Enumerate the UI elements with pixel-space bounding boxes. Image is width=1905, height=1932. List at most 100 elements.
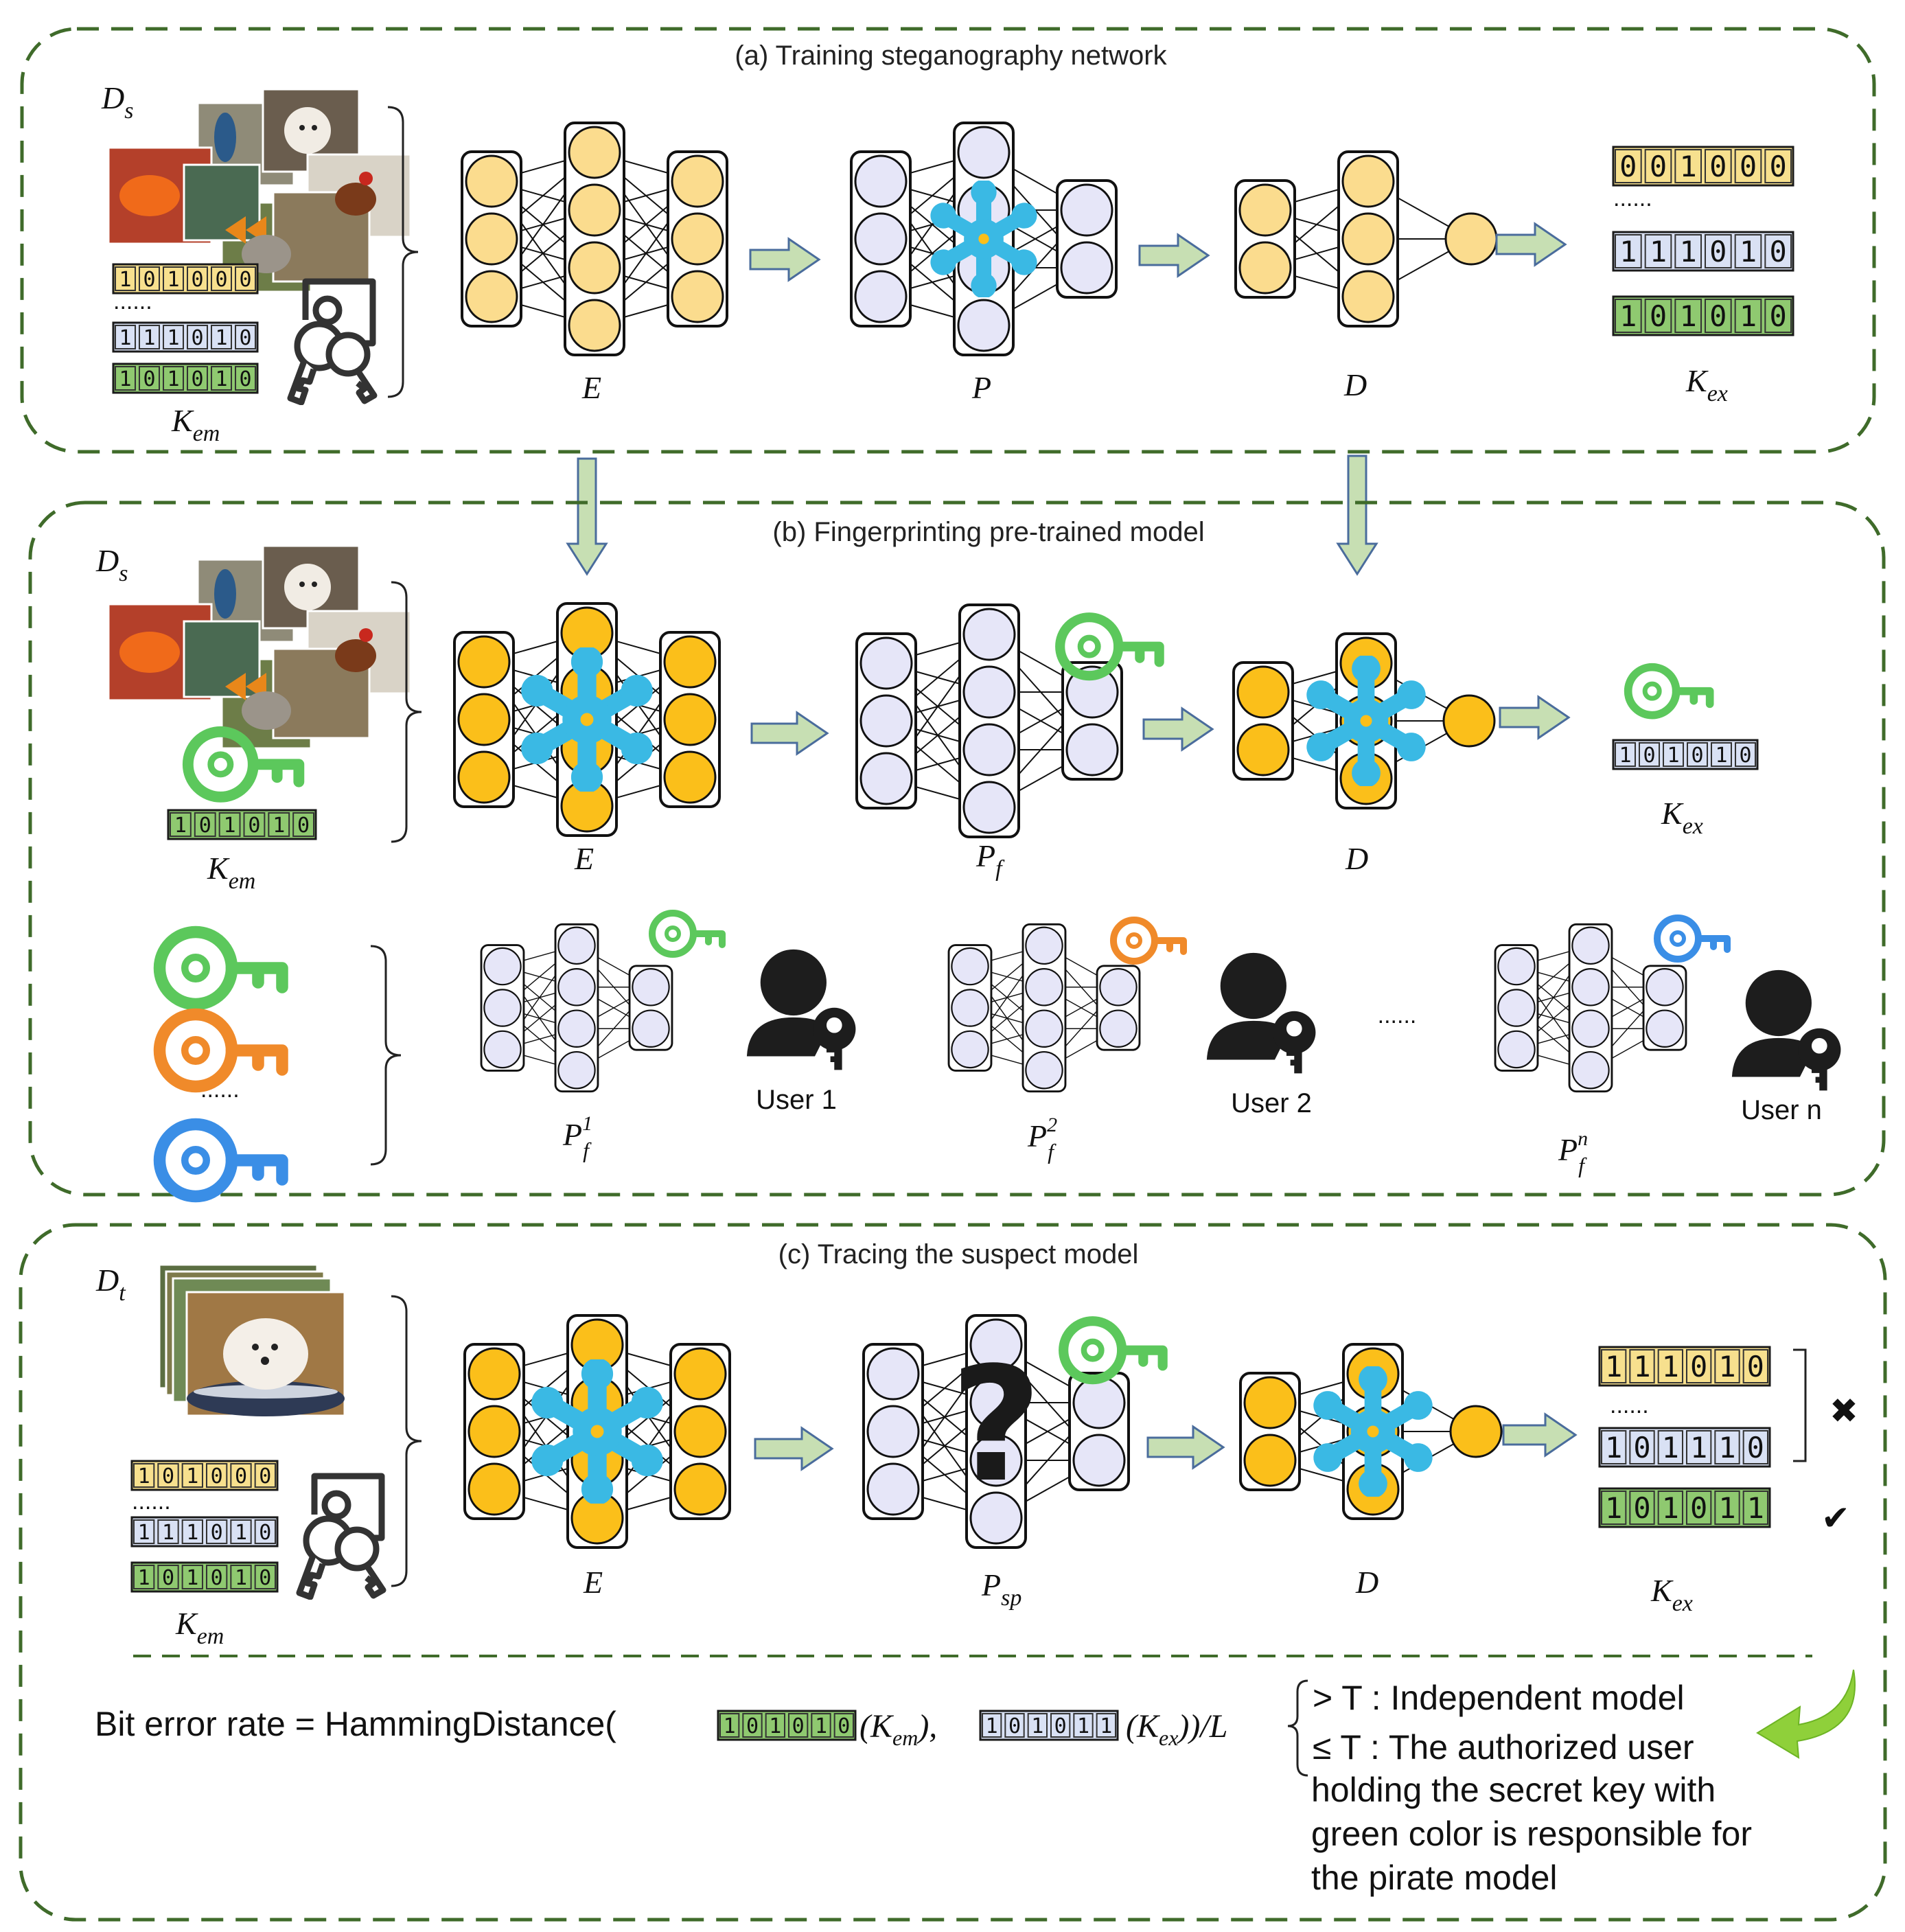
neuron <box>1238 183 1292 237</box>
neuron <box>483 989 522 1027</box>
cases-brace <box>1287 1679 1308 1777</box>
svg-text:1: 1 <box>167 367 179 391</box>
arrow-a-1 <box>749 237 821 282</box>
panel-c-label-d: D <box>1355 1565 1378 1600</box>
arrow-a-to-b-encoder <box>566 457 608 576</box>
svg-text:0: 0 <box>1650 150 1667 183</box>
neuron <box>467 1405 521 1458</box>
svg-text:0: 0 <box>1690 1350 1707 1383</box>
neuron <box>1238 241 1292 295</box>
neuron <box>467 1347 521 1401</box>
svg-text:0: 0 <box>838 1714 850 1738</box>
neuron <box>1025 1050 1063 1090</box>
neuron <box>859 694 913 748</box>
key-holder-icon <box>290 281 374 402</box>
svg-text:1: 1 <box>138 1521 150 1545</box>
neuron <box>457 635 511 689</box>
neuron <box>866 1405 920 1458</box>
neuron <box>1444 212 1498 266</box>
panel-b-label-e: E <box>574 841 594 876</box>
panel-a-title: (a) Training steganography network <box>735 41 1167 71</box>
neuron <box>1099 968 1138 1007</box>
neuron <box>1497 947 1536 986</box>
neuron <box>951 1030 989 1069</box>
neuron <box>962 723 1016 777</box>
neuron <box>859 636 913 690</box>
panel-a-label-d: D <box>1343 367 1367 402</box>
svg-text:0: 0 <box>259 1464 271 1488</box>
case-less-equal-line-4: the pirate model <box>1311 1859 1558 1897</box>
question-mark-icon: ? <box>950 1334 1041 1517</box>
neuron <box>962 608 1016 661</box>
neuron <box>467 1462 521 1516</box>
panel-c-encoder-net <box>463 1314 731 1549</box>
svg-text:0: 0 <box>1008 1714 1021 1738</box>
svg-text:0: 0 <box>1709 150 1727 183</box>
svg-text:1: 1 <box>1662 1491 1679 1525</box>
svg-text:1: 1 <box>1077 1714 1089 1738</box>
neuron <box>951 989 989 1027</box>
svg-text:1: 1 <box>138 1566 150 1590</box>
svg-text:0: 0 <box>1770 235 1787 268</box>
svg-text:1: 1 <box>1718 1491 1735 1525</box>
arrow-c-2 <box>1146 1425 1225 1470</box>
neuron <box>483 1030 522 1069</box>
arrow-b-3 <box>1499 695 1571 740</box>
neuron <box>1341 154 1395 208</box>
panel-c-out-bracket <box>1793 1348 1807 1462</box>
panel-b-encoder-net <box>453 602 721 837</box>
svg-text:1: 1 <box>1690 1431 1707 1464</box>
svg-text:0: 0 <box>239 367 251 391</box>
svg-text:1: 1 <box>1662 1350 1679 1383</box>
svg-text:0: 0 <box>1739 744 1751 768</box>
svg-text:0: 0 <box>1770 299 1787 333</box>
user-2-label: User 2 <box>1231 1088 1312 1118</box>
panel-b-brace <box>391 581 422 843</box>
neuron <box>1571 1050 1610 1090</box>
case-less-equal-line-3: green color is responsible for <box>1311 1815 1752 1853</box>
neuron <box>957 299 1011 352</box>
svg-text:1: 1 <box>815 1714 827 1738</box>
svg-text:1: 1 <box>724 1714 736 1738</box>
arrow-a-3 <box>1495 222 1567 267</box>
neuron <box>568 126 621 179</box>
svg-text:0: 0 <box>191 367 203 391</box>
panel-b-users-ellipsis: ...... <box>1378 1002 1417 1028</box>
svg-text:1: 1 <box>186 1464 198 1488</box>
panel-c-dataset-label: Dt <box>95 1263 126 1306</box>
svg-text:0: 0 <box>259 1521 271 1545</box>
svg-text:0: 0 <box>199 814 211 838</box>
svg-text:0: 0 <box>297 814 310 838</box>
svg-text:1: 1 <box>1718 1350 1735 1383</box>
case-less-equal: ≤ T : The authorized user <box>1313 1728 1694 1767</box>
neuron <box>969 1318 1023 1372</box>
neuron <box>866 1347 920 1401</box>
neuron <box>866 1462 920 1516</box>
svg-text:1: 1 <box>1619 235 1637 268</box>
svg-text:1: 1 <box>119 326 131 350</box>
neuron <box>557 926 596 965</box>
svg-text:1: 1 <box>235 1521 247 1545</box>
neuron <box>568 299 621 352</box>
panel-c-suspect-net: ? <box>862 1314 1130 1549</box>
panel-b-keys-ellipsis: ...... <box>200 1077 240 1103</box>
arrow-b-2 <box>1142 706 1214 752</box>
svg-text:1: 1 <box>273 814 285 838</box>
neuron <box>1099 1009 1138 1048</box>
case-less-equal-line-2: holding the secret key with <box>1311 1771 1716 1809</box>
svg-text:0: 0 <box>191 268 203 292</box>
svg-text:1: 1 <box>1662 1431 1679 1464</box>
neuron <box>1072 1434 1126 1487</box>
snowflake-icon <box>525 1359 669 1504</box>
svg-text:0: 0 <box>211 1521 223 1545</box>
svg-text:1: 1 <box>1619 299 1637 333</box>
neuron <box>1072 1376 1126 1429</box>
neuron <box>673 1462 727 1516</box>
wrong-mark-icon: ✖ <box>1829 1392 1858 1430</box>
